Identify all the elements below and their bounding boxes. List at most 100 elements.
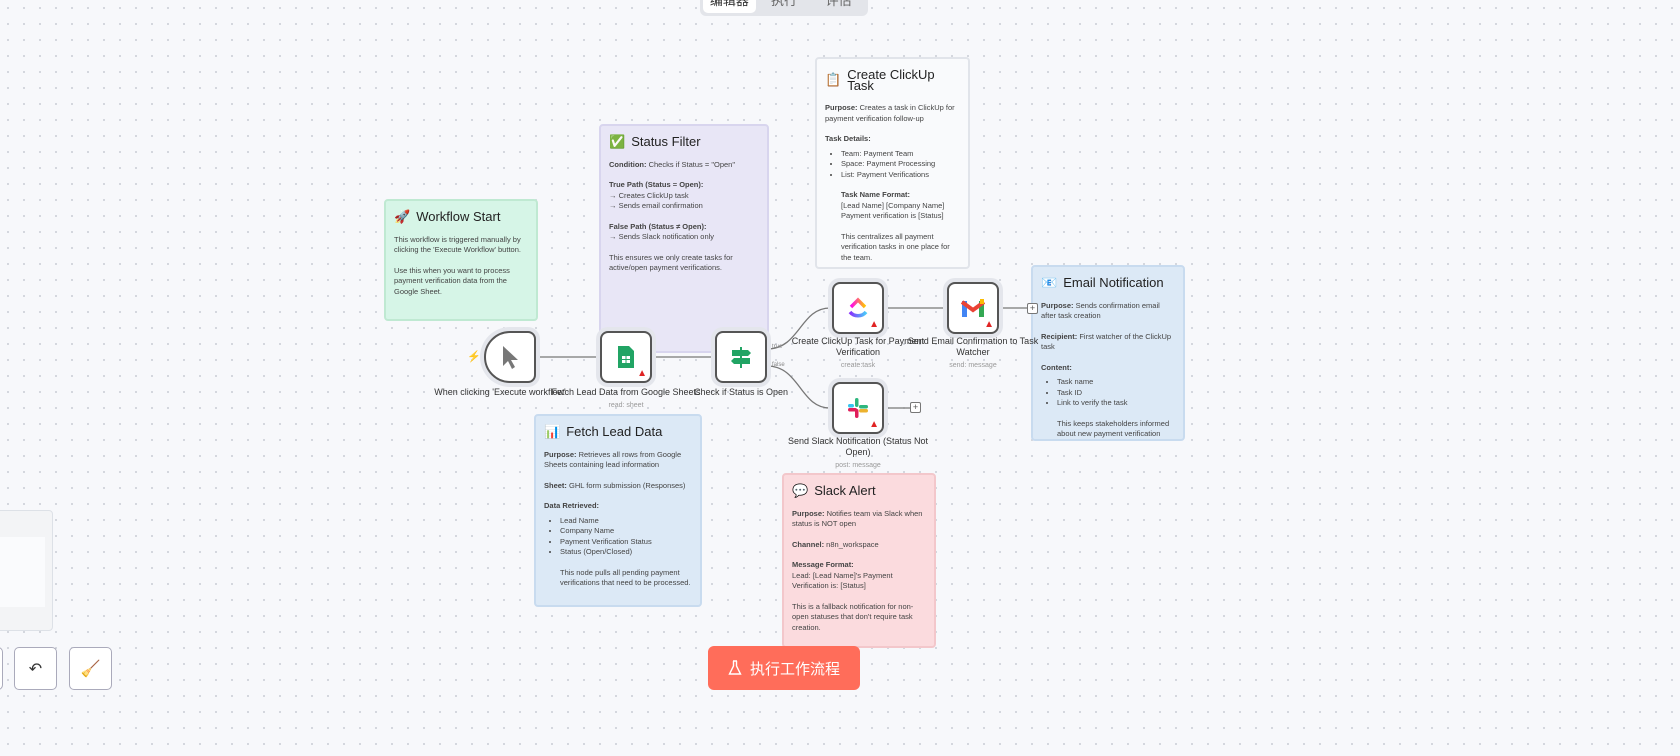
note-text: n8n_workspace	[824, 539, 879, 549]
node-label: Check if Status is Open	[693, 387, 789, 397]
list-item: Lead Name	[560, 516, 692, 527]
execute-workflow-label: 执行工作流程	[749, 660, 840, 678]
rocket-icon: 🚀	[394, 209, 411, 224]
note-text: Notifies team via Slack when status is N…	[792, 508, 923, 529]
tab-evaluations[interactable]: 评估	[825, 0, 852, 8]
note-label: Purpose:	[825, 103, 858, 112]
note-title: Slack Alert	[814, 483, 876, 498]
node-if[interactable]	[715, 331, 767, 383]
broom-icon: 🧹	[80, 660, 101, 678]
edge-if-slack	[766, 365, 831, 409]
zoom-button[interactable]	[0, 647, 3, 690]
warning-icon: ▲	[869, 419, 879, 430]
node-label: When clicking 'Execute workflow'	[434, 387, 566, 397]
note-title: Create ClickUp Task	[847, 67, 935, 93]
minimap-panel	[0, 510, 53, 631]
envelope-icon: 📧	[1041, 275, 1058, 290]
note-text: This ensures we only create tasks for ac…	[609, 252, 733, 273]
note-label: Data Retrieved:	[544, 501, 600, 510]
note-label: False Path (Status ≠ Open):	[609, 221, 707, 231]
note-text: This keeps stakeholders informed about n…	[1057, 418, 1170, 439]
flask-icon	[728, 660, 742, 675]
sticky-note-email[interactable]: 📧 Email Notification Purpose: Sends confi…	[1031, 265, 1185, 441]
note-text: Use this when you want to process paymen…	[394, 265, 510, 296]
note-label: Purpose:	[1041, 300, 1074, 310]
tab-executions[interactable]: 执行	[771, 0, 798, 8]
clipboard-icon: 📋	[825, 72, 842, 88]
node-label: Create ClickUp Task for Payment Verifica…	[791, 336, 925, 369]
clickup-icon	[848, 297, 868, 318]
note-title: Email Notification	[1063, 275, 1164, 290]
note-label: Condition:	[609, 159, 647, 169]
gmail-icon	[961, 299, 985, 317]
sticky-note-slack-alert[interactable]: 💬 Slack Alert Purpose: Notifies team via …	[782, 473, 936, 648]
note-label: Purpose:	[544, 449, 577, 459]
note-text: → Sends email confirmation	[609, 201, 703, 210]
node-google-sheets[interactable]: ▲	[600, 331, 652, 383]
list-item: Link to verify the task	[1057, 398, 1175, 409]
note-text: GHL form submission (Responses)	[566, 480, 686, 490]
signpost-icon	[731, 347, 751, 368]
undo-icon: ↶	[28, 660, 43, 678]
note-title: Status Filter	[631, 134, 701, 149]
add-node-button[interactable]: +	[1027, 303, 1038, 314]
note-label: Task Details:	[825, 134, 871, 143]
note-label: Task Name Format:	[841, 190, 911, 199]
note-text: Payment verification is [Status]	[841, 211, 944, 220]
edge-label-false: false	[772, 362, 785, 368]
note-text: Retrieves all rows from Google Sheets co…	[544, 449, 682, 470]
node-manual-trigger[interactable]	[484, 331, 536, 383]
list-item: Task name	[1057, 377, 1175, 388]
check-icon: ✅	[609, 134, 626, 149]
edge-label-true: true	[772, 344, 783, 350]
edge-if-clickup	[766, 307, 831, 350]
sticky-note-workflow-start[interactable]: 🚀 Workflow Start This workflow is trigger…	[384, 199, 538, 321]
list-item: Team: Payment Team	[841, 149, 960, 160]
node-slack[interactable]: ▲	[832, 382, 884, 434]
note-title: Workflow Start	[416, 209, 501, 224]
warning-icon: ▲	[984, 319, 994, 330]
note-label: True Path (Status = Open):	[609, 180, 704, 189]
note-label: Sheet:	[544, 480, 567, 490]
note-label: Recipient:	[1041, 331, 1078, 341]
warning-icon: ▲	[869, 319, 879, 330]
google-sheets-icon	[618, 346, 634, 368]
note-text: Verification is: [Status]	[792, 581, 866, 590]
tidy-up-button[interactable]: 🧹	[69, 647, 112, 690]
node-gmail[interactable]: ▲	[947, 282, 999, 334]
lightning-icon: ⚡	[467, 351, 481, 363]
list-item: Payment Verification Status	[560, 537, 692, 548]
note-text: This centralizes all payment verificatio…	[841, 231, 950, 262]
note-text: [Lead Name] [Company Name]	[841, 200, 945, 210]
speech-bubble-icon: 💬	[792, 483, 809, 498]
note-text: This workflow is triggered manually by c…	[394, 234, 521, 255]
note-label: Message Format:	[792, 560, 854, 569]
note-label: Purpose:	[792, 508, 825, 518]
undo-button[interactable]: ↶	[14, 647, 57, 690]
note-title: Fetch Lead Data	[566, 424, 663, 439]
note-text: Creates a task in ClickUp for payment ve…	[825, 103, 955, 123]
note-text: → Sends Slack notification only	[609, 232, 715, 241]
note-text: Sends confirmation email after task crea…	[1041, 300, 1160, 321]
note-text: First watcher of the ClickUp task	[1041, 331, 1172, 352]
execute-workflow-button[interactable]: 执行工作流程	[708, 646, 860, 690]
note-text: → Creates ClickUp task	[609, 190, 689, 200]
sticky-note-fetch-lead-data[interactable]: 📊 Fetch Lead Data Purpose: Retrieves all …	[534, 414, 702, 607]
bar-chart-icon: 📊	[544, 424, 561, 439]
sticky-note-status-filter[interactable]: ✅ Status Filter Condition: Checks if Stat…	[599, 124, 769, 353]
note-text: This node pulls all pending payment veri…	[560, 567, 691, 588]
list-item: Company Name	[560, 526, 692, 537]
note-text: Checks if Status = "Open"	[646, 159, 735, 169]
sticky-note-clickup[interactable]: 📋 Create ClickUp Task Purpose: Creates a …	[815, 57, 970, 269]
note-text: Lead: [Lead Name]'s Payment	[792, 570, 893, 580]
list-item: Space: Payment Processing	[841, 159, 960, 170]
node-clickup[interactable]: ▲	[832, 282, 884, 334]
add-node-button[interactable]: +	[910, 402, 921, 413]
warning-icon: ▲	[637, 368, 647, 379]
cursor-icon	[503, 346, 518, 369]
note-text: This is a fallback notification for non-…	[792, 601, 914, 632]
view-tabs: 编辑器 执行 评估	[700, 0, 868, 16]
tab-editor[interactable]: 编辑器	[703, 0, 756, 13]
